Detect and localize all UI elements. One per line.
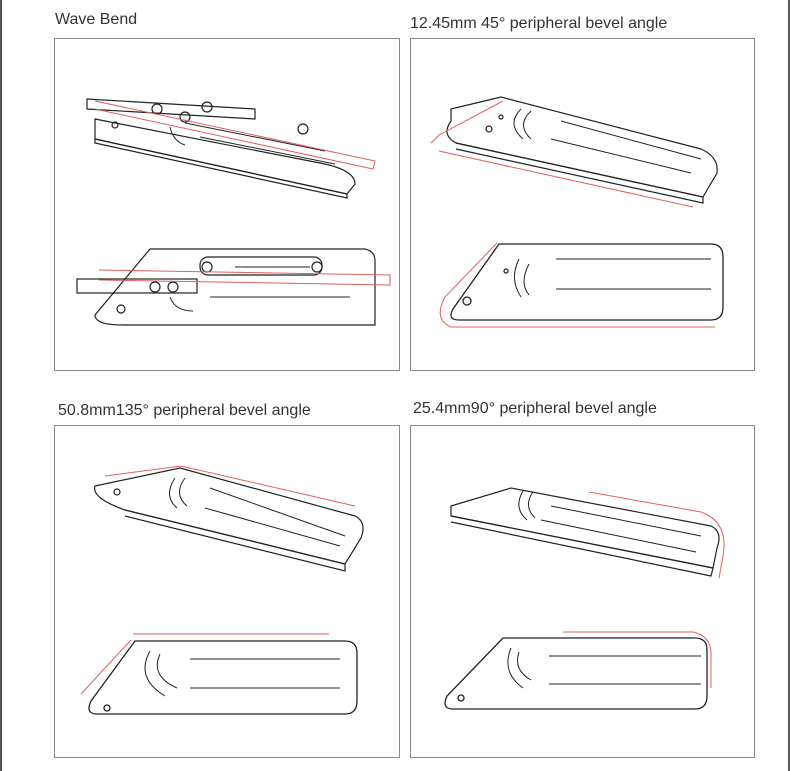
panel-title-90-bevel: 25.4mm90° peripheral bevel angle <box>413 400 657 417</box>
panel-title-135-bevel: 50.8mm135° peripheral bevel angle <box>58 402 311 419</box>
panel-135-bevel <box>54 425 400 758</box>
panel-title-45-bevel: 12.45mm 45° peripheral bevel angle <box>410 15 668 32</box>
page-frame-left <box>0 0 2 771</box>
panel-title-wave-bend: Wave Bend <box>55 11 138 28</box>
bevel-135-illustration <box>80 465 364 715</box>
bevel-45-illustration <box>430 96 724 328</box>
panel-45-bevel <box>410 38 755 371</box>
panel-90-bevel <box>410 425 755 758</box>
panel-wave-bend <box>54 38 400 371</box>
wave-bend-illustration <box>76 98 391 326</box>
bevel-90-illustration <box>444 487 725 710</box>
page-frame-right <box>788 0 790 771</box>
